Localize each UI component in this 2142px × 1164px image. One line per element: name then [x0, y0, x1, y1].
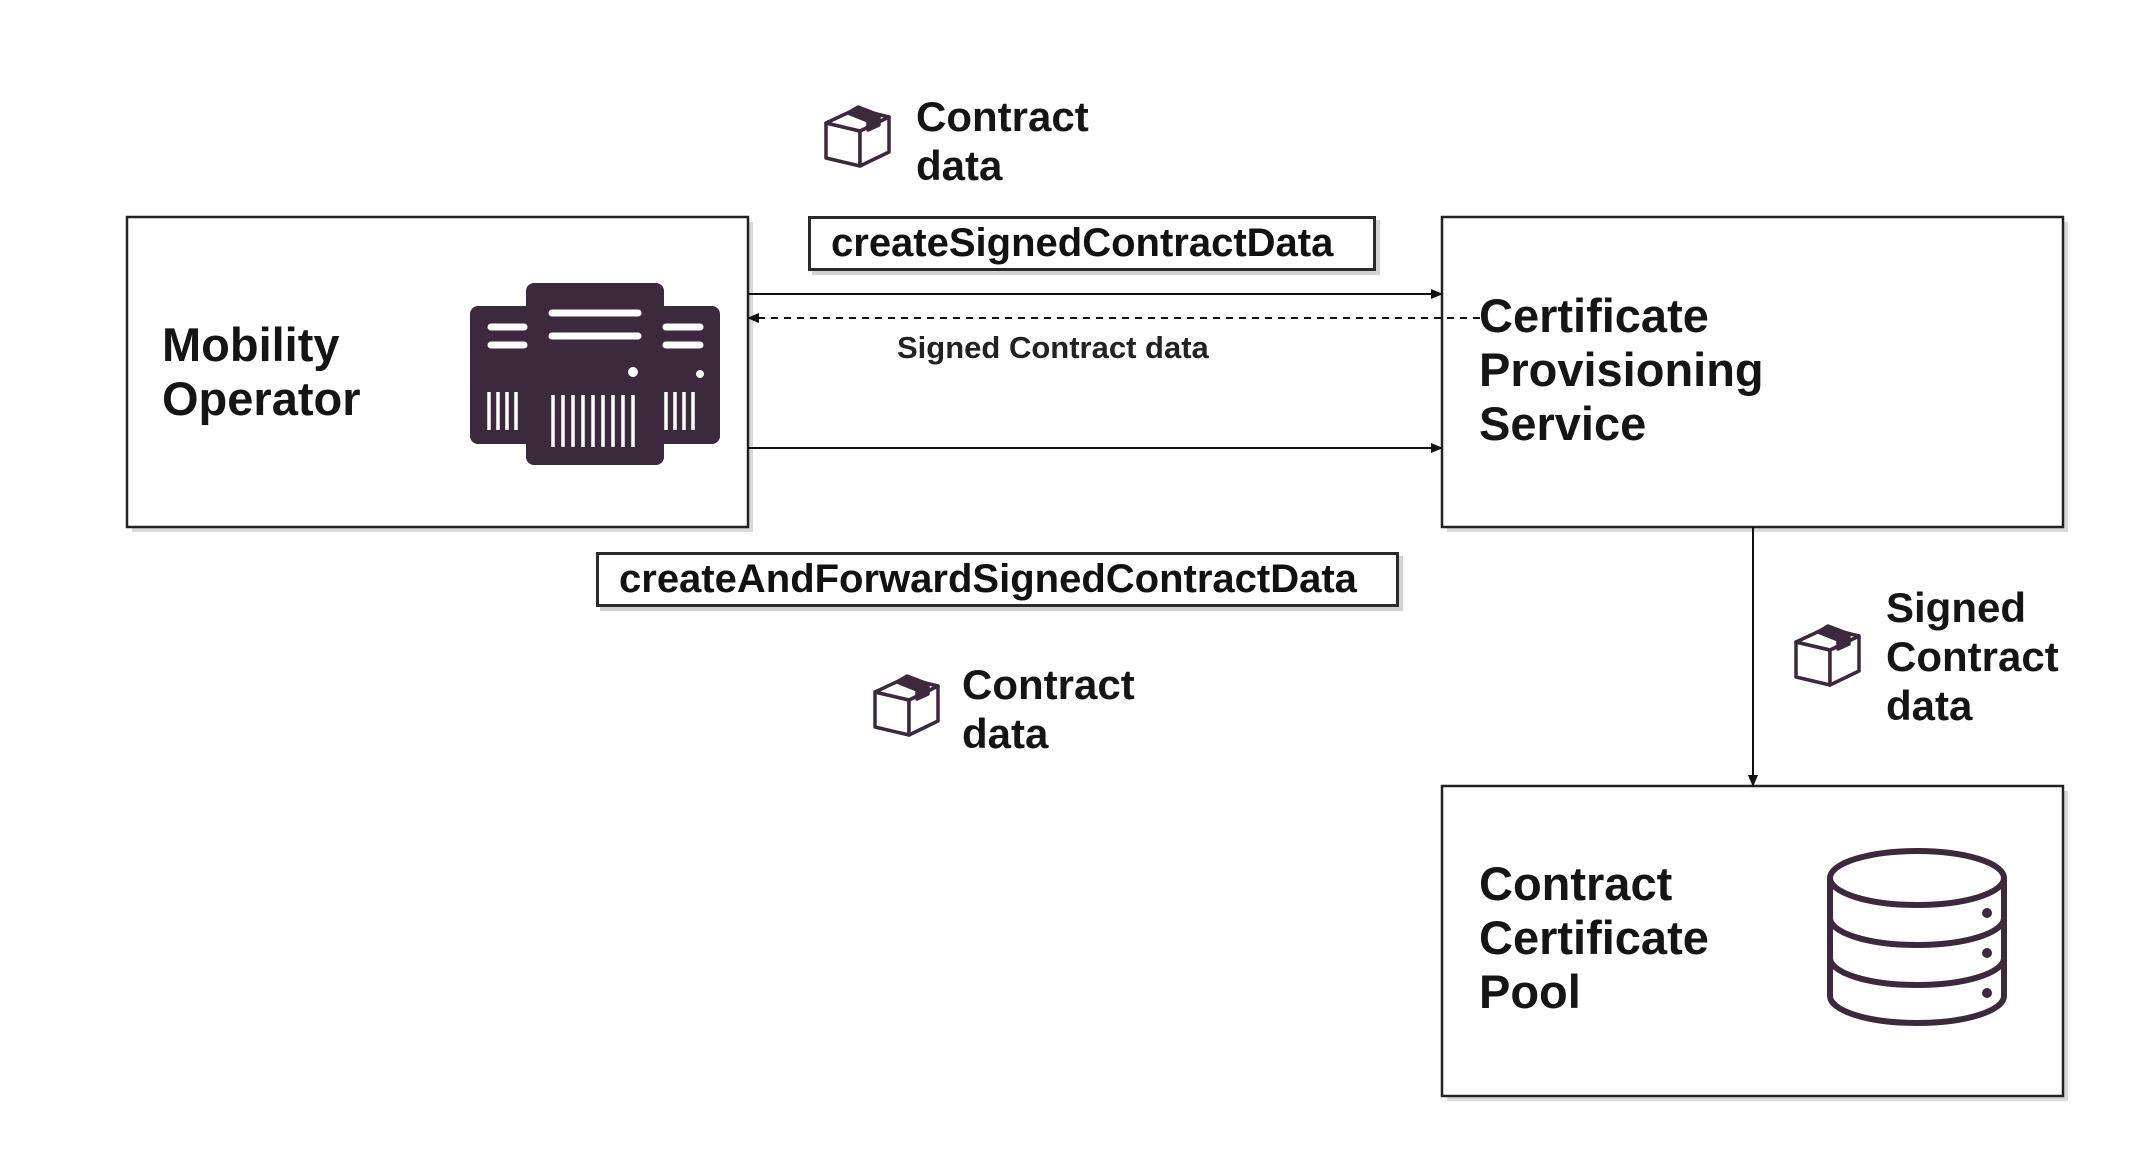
certificate-provisioning-service-title: Certificate Provisioning Service — [1479, 289, 1764, 451]
pool-title-line2: Certificate — [1479, 911, 1709, 964]
top-package-line1: Contract — [916, 93, 1089, 140]
package-icon — [1794, 624, 1861, 687]
cps-title-line2: Provisioning — [1479, 343, 1764, 396]
cps-title-line1: Certificate — [1479, 289, 1709, 342]
package-icon — [824, 105, 891, 168]
certificate-provisioning-service-box[interactable] — [1440, 215, 2068, 532]
server-icon — [470, 283, 720, 465]
top-package-line2: data — [916, 142, 1003, 189]
package-icon — [873, 674, 940, 737]
right-package-line2: Contract — [1886, 633, 2059, 680]
mobility-operator-title: Mobility Operator — [162, 318, 361, 426]
bottom-package-line2: data — [962, 710, 1049, 757]
database-icon — [1827, 848, 2007, 1026]
cps-title-line3: Service — [1479, 397, 1647, 450]
create-and-forward-signed-contract-data-label[interactable]: createAndForwardSignedContractData — [596, 552, 1399, 607]
top-package-label: Contract data — [916, 92, 1089, 190]
bottom-package-label: Contract data — [962, 660, 1135, 758]
signed-contract-data-response-label: Signed Contract data — [897, 330, 1209, 365]
right-package-line1: Signed — [1886, 584, 2027, 631]
right-package-line3: data — [1886, 682, 1973, 729]
bottom-package-line1: Contract — [962, 661, 1135, 708]
create-signed-contract-data-label[interactable]: createSignedContractData — [808, 216, 1376, 271]
right-package-label: Signed Contract data — [1886, 583, 2059, 730]
pool-title-line3: Pool — [1479, 965, 1581, 1018]
pool-title-line1: Contract — [1479, 857, 1673, 910]
mobility-operator-title-line1: Mobility — [162, 318, 340, 371]
mobility-operator-title-line2: Operator — [162, 372, 361, 425]
contract-certificate-pool-title: Contract Certificate Pool — [1479, 857, 1709, 1019]
